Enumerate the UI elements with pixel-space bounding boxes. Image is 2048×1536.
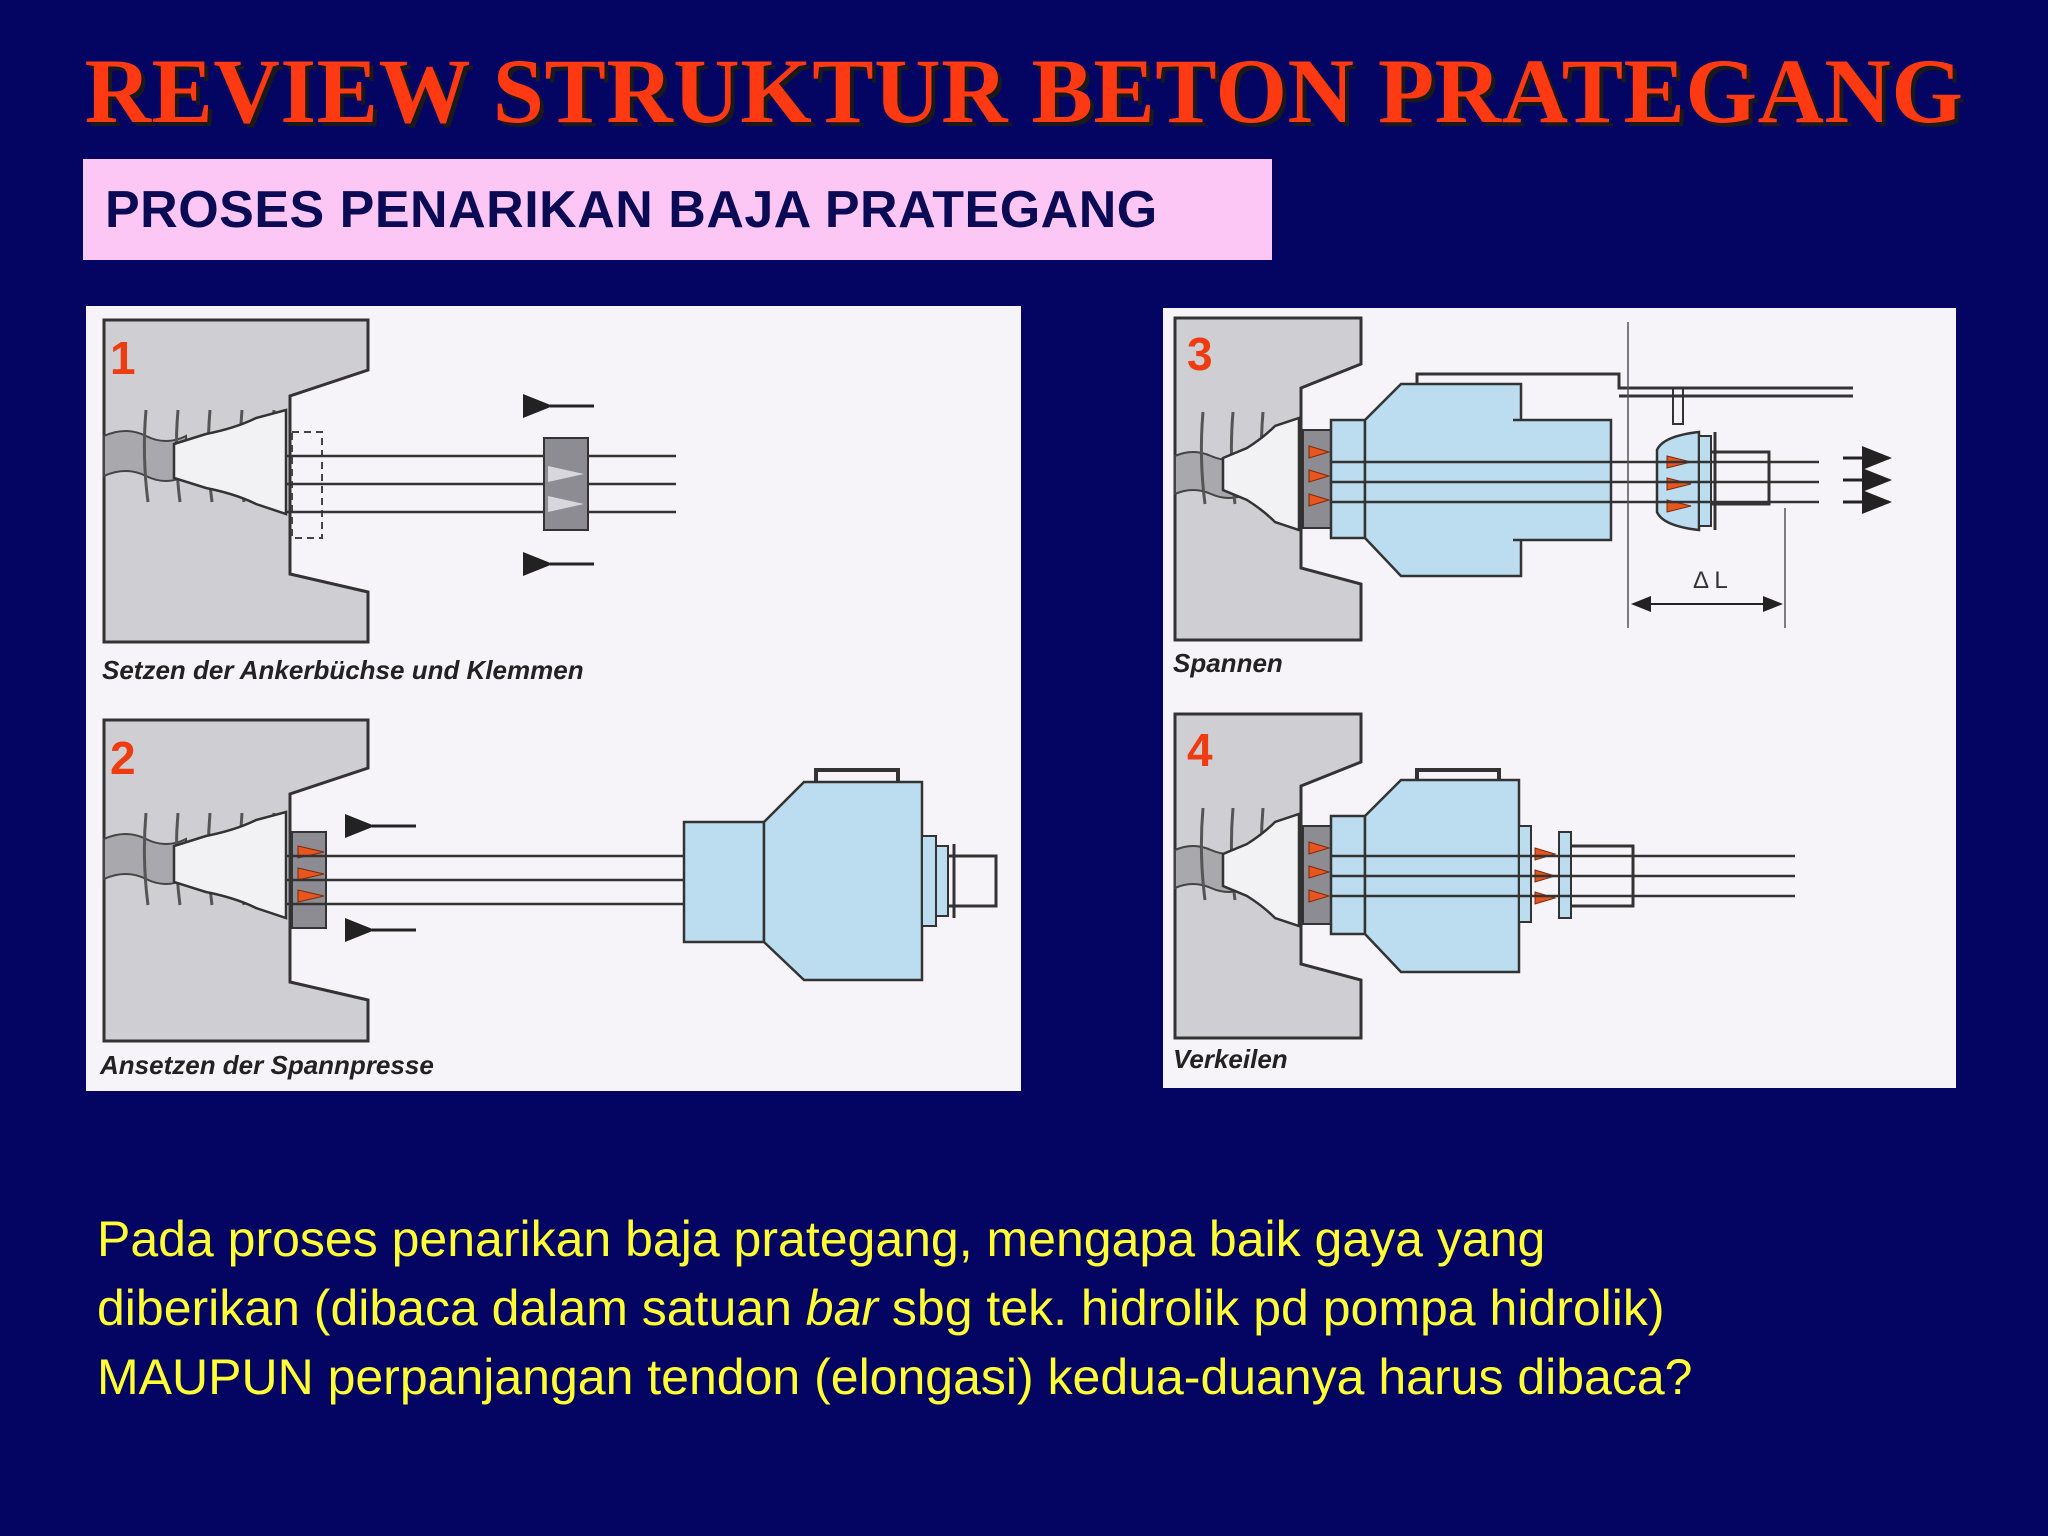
question-line-3: MAUPUN perpanjangan tendon (elongasi) ke… <box>97 1349 1693 1405</box>
question-line-2: diberikan (dibaca dalam satuan bar sbg t… <box>97 1274 1997 1343</box>
figure-steps-3-4-svg: Δ L 3 Spannen <box>1173 316 1892 1074</box>
step2-drawing <box>102 718 998 1043</box>
delta-l-label: Δ L <box>1693 567 1728 594</box>
figure-steps-3-4: Δ L 3 Spannen <box>1163 308 1956 1088</box>
step3-number: 3 <box>1187 328 1213 380</box>
question-line-2-end: sbg tek. hidrolik pd pompa hidrolik) <box>878 1280 1665 1336</box>
subtitle-box: PROSES PENARIKAN BAJA PRATEGANG <box>83 159 1272 260</box>
step1-drawing <box>102 318 676 644</box>
step3-drawing <box>1173 316 1892 642</box>
figure-steps-1-2-svg: 1 Setzen der Ankerbüchse und Klemmen <box>99 318 998 1080</box>
step1-number: 1 <box>110 332 136 384</box>
step3-caption: Spannen <box>1173 648 1283 678</box>
question-line-2-start: diberikan (dibaca dalam satuan <box>97 1280 806 1336</box>
subtitle-text: PROSES PENARIKAN BAJA PRATEGANG <box>105 180 1158 239</box>
slide-title: REVIEW STRUKTUR BETON PRATEGANG <box>84 40 1964 142</box>
question-text: Pada proses penarikan baja prategang, me… <box>97 1205 1997 1412</box>
step1-caption: Setzen der Ankerbüchse und Klemmen <box>102 655 584 685</box>
figure-steps-1-2: 1 Setzen der Ankerbüchse und Klemmen <box>86 306 1021 1091</box>
step4-caption: Verkeilen <box>1173 1044 1288 1074</box>
step2-number: 2 <box>110 732 136 784</box>
step4-number: 4 <box>1187 724 1213 776</box>
question-unit-bar: bar <box>805 1280 879 1336</box>
step4-drawing <box>1173 712 1795 1040</box>
step2-caption: Ansetzen der Spannpresse <box>99 1050 434 1080</box>
question-line-1: Pada proses penarikan baja prategang, me… <box>97 1211 1546 1267</box>
